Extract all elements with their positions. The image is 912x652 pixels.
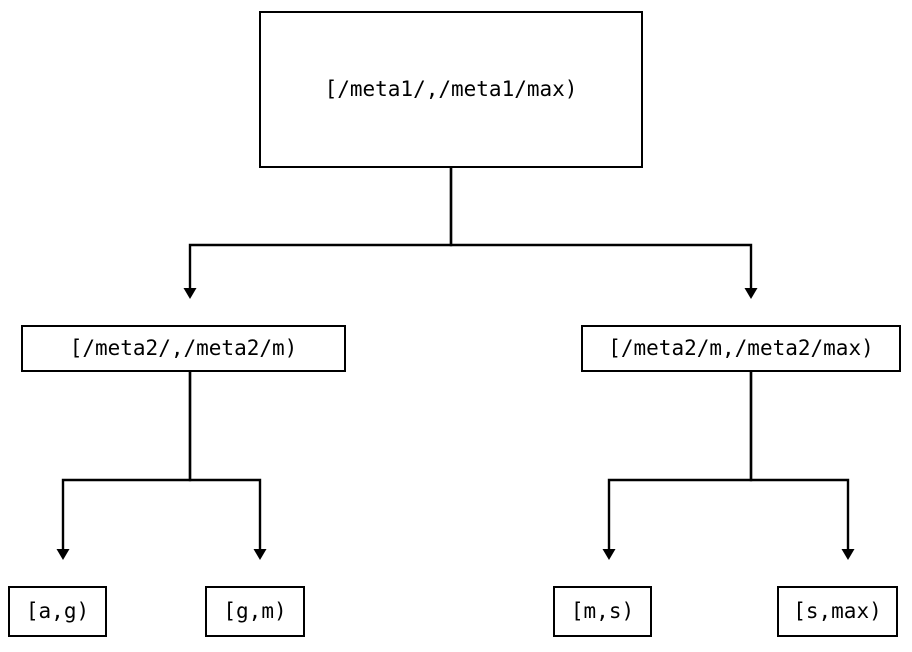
tree-node-leaf-2-label: [g,m)	[223, 599, 287, 623]
tree-node-leaf-2[interactable]: [g,m)	[205, 586, 305, 637]
edge-root-to-mid-right	[449, 168, 758, 299]
tree-node-leaf-1-label: [a,g)	[25, 599, 90, 623]
tree-node-leaf-4[interactable]: [s,max)	[777, 586, 898, 637]
edge-mid-left-to-leaf-2	[188, 372, 267, 560]
tree-node-root-label: [/meta1/,/meta1/max)	[324, 77, 578, 101]
edge-root-to-mid-left	[183, 168, 453, 299]
tree-node-leaf-4-label: [s,max)	[793, 599, 882, 623]
tree-node-root[interactable]: [/meta1/,/meta1/max)	[259, 11, 643, 168]
tree-node-mid-right-label: [/meta2/m,/meta2/max)	[608, 336, 874, 360]
tree-node-leaf-3-label: [m,s)	[570, 599, 635, 623]
tree-node-mid-left[interactable]: [/meta2/,/meta2/m)	[21, 325, 346, 372]
edge-mid-right-to-leaf-3	[602, 372, 753, 560]
tree-node-mid-right[interactable]: [/meta2/m,/meta2/max)	[581, 325, 901, 372]
tree-node-leaf-3[interactable]: [m,s)	[553, 586, 652, 637]
tree-node-leaf-1[interactable]: [a,g)	[8, 586, 107, 637]
edge-mid-right-to-leaf-4	[749, 372, 855, 560]
edge-mid-left-to-leaf-1	[56, 372, 192, 560]
tree-node-mid-left-label: [/meta2/,/meta2/m)	[69, 336, 298, 360]
